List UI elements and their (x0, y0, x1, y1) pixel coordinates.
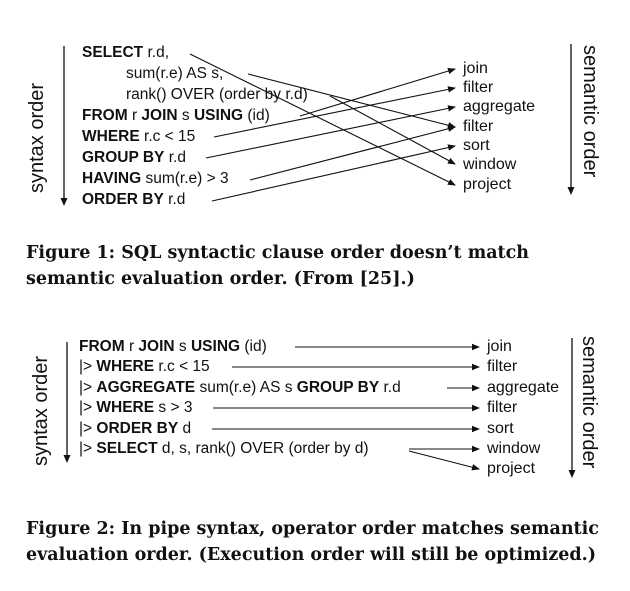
op-filter: filter (487, 399, 518, 416)
pipe-line-orderby: |> ORDER BY d (79, 420, 192, 437)
sql-line-orderby: ORDER BY r.d (82, 191, 186, 208)
sql-line-select: SELECT r.d, (82, 44, 170, 61)
arrow-where-to-filter (213, 86, 456, 138)
syntax-order-label: syntax order (26, 82, 48, 193)
pipe-line-aggregate: |> AGGREGATE sum(r.e) AS s GROUP BY r.d (79, 379, 401, 396)
figure-2-caption: Figure 2: In pipe syntax, operator order… (26, 519, 599, 565)
figure-1: syntax order semantic order SELECT r.d, … (26, 44, 601, 289)
op-filter: filter (463, 79, 494, 96)
op-window: window (487, 440, 541, 457)
op-join: join (487, 338, 512, 355)
op-project: project (487, 460, 536, 477)
arrow-groupby-to-aggregate (205, 105, 456, 159)
syntax-order-label: syntax order (30, 355, 52, 466)
sql-line-from: FROM r JOIN s USING (id) (82, 107, 270, 124)
sql-line-where: WHERE r.c < 15 (82, 128, 196, 145)
arrow-orderby-to-sort (211, 144, 456, 202)
sql-line-sum: sum(r.e) AS s, (126, 65, 224, 82)
semantic-order-label: semantic order (579, 45, 601, 178)
semantic-order-arrowhead (568, 470, 576, 478)
arrow-having-to-filter (249, 125, 456, 181)
op-aggregate: aggregate (487, 379, 560, 396)
semantic-order-arrowhead (567, 187, 575, 195)
syntax-order-arrowhead (60, 198, 68, 206)
op-window: window (463, 156, 517, 173)
pipe-line-from: FROM r JOIN s USING (id) (79, 338, 267, 355)
pipe-line-select: |> SELECT d, s, rank() OVER (order by d) (79, 440, 369, 457)
op-sort: sort (487, 420, 514, 437)
op-filter: filter (487, 358, 518, 375)
op-sort: sort (463, 137, 490, 154)
figure-2-arrows (63, 338, 576, 478)
arrow-from-to-join (299, 67, 456, 117)
sql-line-rank: rank() OVER (order by r.d) (126, 86, 308, 103)
pipe-line-where: |> WHERE r.c < 15 (79, 358, 210, 375)
op-aggregate: aggregate (463, 98, 536, 115)
arrow-select-to-project (189, 53, 456, 186)
syntax-order-arrowhead (63, 455, 71, 463)
op-project: project (463, 176, 512, 193)
arrow-rank-to-window (329, 95, 456, 165)
sql-line-groupby: GROUP BY r.d (82, 149, 186, 166)
figure-1-caption: Figure 1: SQL syntactic clause order doe… (26, 243, 530, 289)
op-filter: filter (463, 118, 494, 135)
figure-2: syntax order semantic order FROM r JOIN … (0, 316, 630, 591)
op-join: join (463, 60, 488, 77)
arrow-select-to-project (408, 450, 480, 471)
pipe-line-where-2: |> WHERE s > 3 (79, 399, 193, 416)
semantic-order-label: semantic order (578, 336, 600, 469)
figure-1-arrows (60, 44, 575, 206)
sql-line-having: HAVING sum(r.e) > 3 (82, 170, 229, 187)
